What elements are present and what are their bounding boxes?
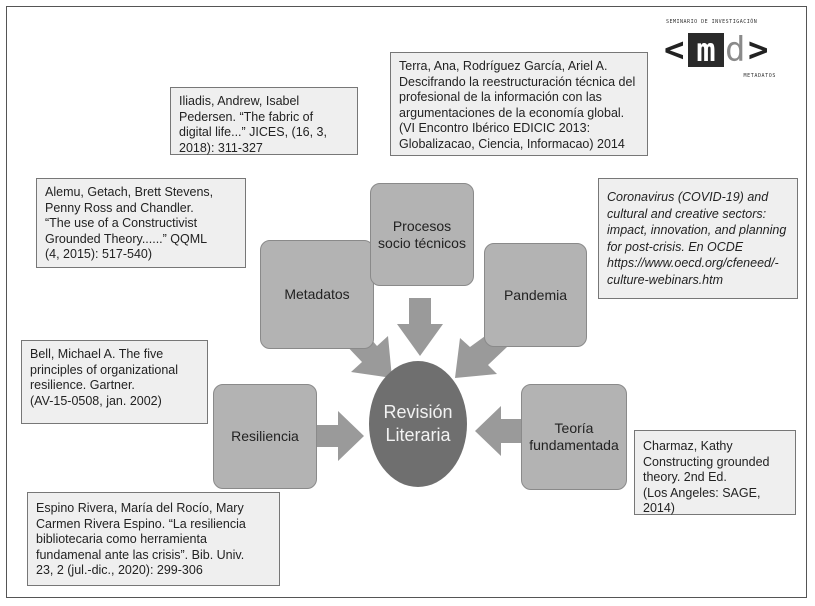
ref-line: impact, innovation, and planning bbox=[607, 223, 787, 237]
node-procesos-label-2: socio técnicos bbox=[378, 234, 466, 251]
ref-line: (Los Angeles: SAGE, 2014) bbox=[643, 485, 761, 516]
ref-line: argumentaciones de la economía global. bbox=[399, 105, 625, 120]
node-metadatos: Metadatos bbox=[260, 240, 374, 349]
ref-line: culture-webinars.htm bbox=[607, 272, 724, 287]
node-resiliencia: Resiliencia bbox=[213, 384, 317, 489]
ref-line: fundamenal ante las crisis”. Bib. Univ. bbox=[36, 547, 245, 562]
ref-line: Penny Ross and Chandler. bbox=[45, 200, 194, 215]
logo-top-text: SEMINARIO DE INVESTIGACIÓN bbox=[666, 19, 758, 25]
ref-line: (4, 2015): 517-540) bbox=[45, 247, 153, 261]
ref-line: (AV-15-0508, jan. 2002) bbox=[30, 393, 162, 408]
ref-line: Globalizacao, Ciencia, Informacao) 2014 bbox=[399, 136, 625, 151]
ref-line: Grounded Theory......” QQML bbox=[45, 231, 208, 246]
ref-coronavirus: Coronavirus (COVID-19) and cultural and … bbox=[598, 178, 798, 299]
ref-line: Descifrando la reestructuración técnica … bbox=[399, 74, 636, 89]
ref-line: 2018): 311-327 bbox=[179, 140, 263, 155]
center-label-1: Revisión bbox=[383, 402, 453, 422]
ref-bell: Bell, Michael A. The five principles of … bbox=[21, 340, 208, 424]
ref-line: “The use of a Constructivist bbox=[45, 216, 198, 230]
diagram-frame bbox=[6, 6, 807, 598]
ref-iliadis: Iliadis, Andrew, Isabel Pedersen. “The f… bbox=[170, 87, 358, 155]
ref-line: Espino Rivera, María del Rocío, Mary bbox=[36, 501, 244, 515]
arrow-teoria bbox=[475, 406, 522, 456]
ref-line: digital life...” JICES, (16, 3, bbox=[179, 125, 327, 139]
node-resiliencia-label: Resiliencia bbox=[231, 428, 299, 444]
ref-alemu: Alemu, Getach, Brett Stevens, Penny Ross… bbox=[36, 178, 246, 268]
ref-line: Terra, Ana, Rodríguez García, Ariel A. bbox=[399, 59, 608, 73]
node-teoria-label-1: Teoría bbox=[554, 420, 594, 436]
logo-bottom-text: METADATOS bbox=[743, 73, 776, 79]
ref-line: (VI Encontro Ibérico EDICIC 2013: bbox=[399, 121, 591, 135]
logo-d: d bbox=[725, 30, 746, 70]
ref-line: theory. 2nd Ed. bbox=[643, 470, 727, 484]
ref-line: cultural and creative sectors: bbox=[607, 206, 767, 221]
center-revision-literaria: Revisión Literaria bbox=[369, 361, 467, 487]
ref-line: 23, 2 (jul.-dic., 2020): 299-306 bbox=[36, 563, 203, 577]
ref-line: Coronavirus (COVID-19) and bbox=[607, 190, 769, 204]
ref-line: bibliotecaria como herramienta bbox=[36, 532, 207, 546]
node-teoria-label-2: fundamentada bbox=[529, 437, 619, 453]
arrow-resiliencia bbox=[314, 411, 364, 461]
arrow-procesos bbox=[397, 298, 443, 356]
ref-line: Bell, Michael A. The five bbox=[30, 347, 164, 361]
ref-line: Alemu, Getach, Brett Stevens, bbox=[45, 185, 214, 199]
logo-lt: < bbox=[664, 30, 685, 70]
ref-line: profesional de la información con las bbox=[399, 90, 602, 104]
ref-line: for post-crisis. En OCDE bbox=[607, 239, 744, 254]
ref-line: Charmaz, Kathy bbox=[643, 439, 733, 453]
node-pandemia: Pandemia bbox=[484, 243, 587, 347]
logo-md-metadatos: SEMINARIO DE INVESTIGACIÓN < m d > METAD… bbox=[660, 19, 784, 81]
ref-line: principles of organizational bbox=[30, 362, 179, 377]
logo-m: m bbox=[688, 33, 724, 67]
node-pandemia-label: Pandemia bbox=[503, 286, 568, 303]
center-label-2: Literaria bbox=[385, 425, 451, 445]
logo-gt: > bbox=[748, 30, 769, 70]
ref-line: Pedersen. “The fabric of bbox=[179, 109, 314, 124]
ref-line: https://www.oecd.org/cfeneed/- bbox=[607, 256, 779, 270]
ref-espino: Espino Rivera, María del Rocío, Mary Car… bbox=[27, 492, 280, 586]
node-procesos: Procesos socio técnicos bbox=[370, 183, 474, 286]
node-procesos-label-1: Procesos bbox=[392, 217, 452, 234]
node-teoria-fundamentada: Teoría fundamentada bbox=[521, 384, 627, 490]
ref-line: Iliadis, Andrew, Isabel bbox=[179, 94, 300, 108]
ref-line: Constructing grounded bbox=[643, 454, 770, 469]
ref-charmaz: Charmaz, Kathy Constructing grounded the… bbox=[634, 430, 796, 515]
ref-terra: Terra, Ana, Rodríguez García, Ariel A. D… bbox=[390, 52, 648, 156]
logo-mark: < m d > bbox=[664, 29, 776, 71]
ref-line: Carmen Rivera Espino. “La resiliencia bbox=[36, 516, 246, 531]
ref-line: resilience. Gartner. bbox=[30, 378, 135, 392]
node-metadatos-label: Metadatos bbox=[284, 286, 350, 302]
